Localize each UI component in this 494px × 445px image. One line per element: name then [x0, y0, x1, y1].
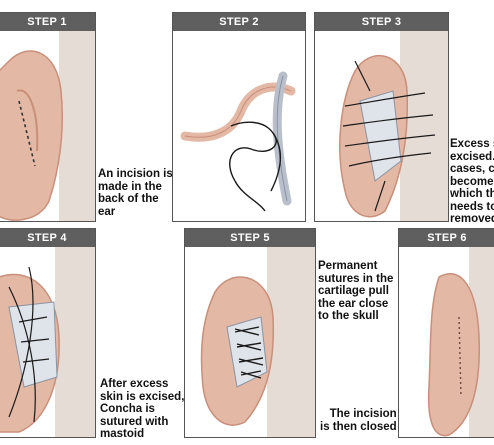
step-5-panel: STEP 5	[184, 228, 316, 438]
incision-line	[18, 100, 36, 167]
step-5-label: STEP 5	[185, 229, 315, 247]
step-3-illustration	[339, 31, 448, 221]
step-1-caption: An incision is made in the back of the e…	[98, 168, 173, 218]
step-4-label: STEP 4	[0, 229, 95, 247]
step-1-label: STEP 1	[0, 13, 95, 31]
step-1-illustration	[0, 31, 95, 221]
step-6-caption: The incision is then closed	[320, 408, 397, 433]
step-4-illustration	[0, 247, 95, 437]
step-3-caption: Excess s excised. cases, c becomes which…	[450, 138, 494, 225]
step-6-illustration	[427, 247, 494, 437]
step-5-caption: Permanent sutures in the cartilage pull …	[318, 260, 394, 322]
step-2-panel: STEP 2	[172, 12, 306, 222]
closed-incision-line	[458, 316, 462, 398]
step-2-label: STEP 2	[173, 13, 305, 31]
step-2-illustration	[180, 71, 296, 212]
step-3-label: STEP 3	[315, 13, 448, 31]
step-6-panel: STEP 6	[398, 228, 494, 438]
step-1-panel: STEP 1	[0, 12, 96, 222]
step-6-label: STEP 6	[399, 229, 494, 247]
step-4-caption: After excess skin is excised, Concha is …	[100, 378, 185, 440]
step-5-illustration	[200, 247, 315, 437]
step-3-panel: STEP 3	[314, 12, 449, 222]
step-4-panel: STEP 4	[0, 228, 96, 438]
